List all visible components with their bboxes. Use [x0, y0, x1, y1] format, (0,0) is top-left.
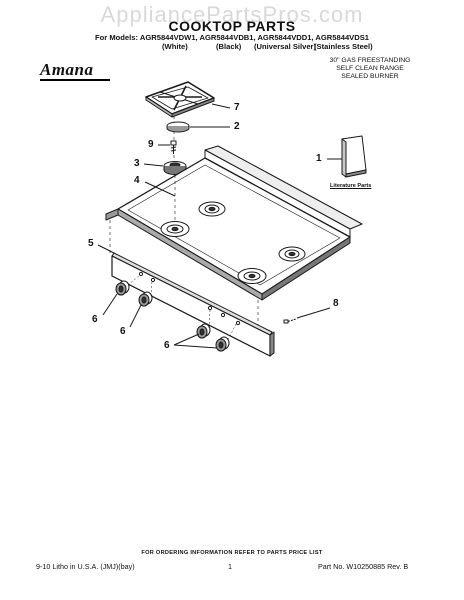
callout-4: 4 — [134, 175, 140, 186]
leader-6a — [102, 293, 118, 316]
cooktop-burner-right-rear — [278, 246, 306, 262]
variant-black: (Black) — [216, 42, 242, 51]
callout-9: 9 — [148, 139, 154, 150]
control-knob-1 — [115, 280, 130, 296]
manifold-panel — [111, 252, 275, 357]
page-number: 1 — [228, 562, 232, 571]
range-desc-line-1: 30" GAS FREESTANDING — [329, 57, 411, 64]
mounting-screw — [283, 318, 297, 324]
literature-parts-label: Literature Parts — [330, 183, 372, 189]
ordering-note: FOR ORDERING INFORMATION REFER TO PARTS … — [141, 550, 323, 556]
burner-cap — [166, 121, 190, 133]
callout-2: 2 — [234, 121, 240, 132]
logo-underline — [40, 79, 110, 81]
range-desc-line-3: SEALED BURNER — [341, 73, 399, 80]
leader-6b — [129, 304, 142, 328]
part-number: Part No. W10250885 Rev. B — [318, 562, 409, 571]
leader-6d — [173, 344, 218, 349]
callout-1: 1 — [316, 153, 322, 164]
screw — [170, 140, 177, 154]
assembly-guides — [109, 116, 259, 334]
leader-7 — [211, 103, 231, 109]
print-info: 9-10 Litho in U.S.A. (JMJ)(bay) — [36, 562, 135, 571]
leader-5 — [97, 244, 115, 254]
callout-3: 3 — [134, 158, 140, 169]
knob-guides — [127, 274, 237, 341]
range-description: 30" GAS FREESTANDING SELF CLEAN RANGE SE… — [300, 57, 440, 81]
leader-4 — [144, 181, 176, 197]
burner-grate — [145, 81, 215, 118]
callout-6a: 6 — [92, 314, 98, 325]
callout-7: 7 — [234, 102, 240, 113]
control-knob-4 — [215, 336, 230, 352]
watermark: AppliancePartsPros.com — [100, 2, 364, 27]
leader-8 — [296, 307, 331, 319]
cooktop-burner-left-front — [160, 221, 190, 237]
literature-booklet — [341, 135, 367, 178]
model-list: For Models: AGR5844VDW1, AGR5844VDB1, AG… — [94, 33, 370, 42]
callout-6b: 6 — [120, 326, 126, 337]
callout-5: 5 — [88, 238, 94, 249]
range-desc-line-2: SELF CLEAN RANGE — [336, 65, 404, 72]
brand-logo: Amana — [40, 60, 94, 79]
variant-white: (White) — [162, 42, 188, 51]
variant-universal-silver: (Universal Silver) — [254, 42, 317, 51]
page-title: COOKTOP PARTS — [168, 18, 296, 34]
cooktop-burner-right-front — [237, 268, 267, 284]
variant-stainless-steel: (Stainless Steel) — [314, 42, 373, 51]
control-knob-2 — [138, 291, 153, 307]
callout-8: 8 — [333, 298, 339, 309]
cooktop-burner-left-rear — [198, 201, 226, 217]
leader-3 — [143, 163, 164, 167]
callout-6c: 6 — [164, 340, 170, 351]
leader-6c — [173, 333, 200, 346]
control-knob-3 — [196, 323, 211, 339]
